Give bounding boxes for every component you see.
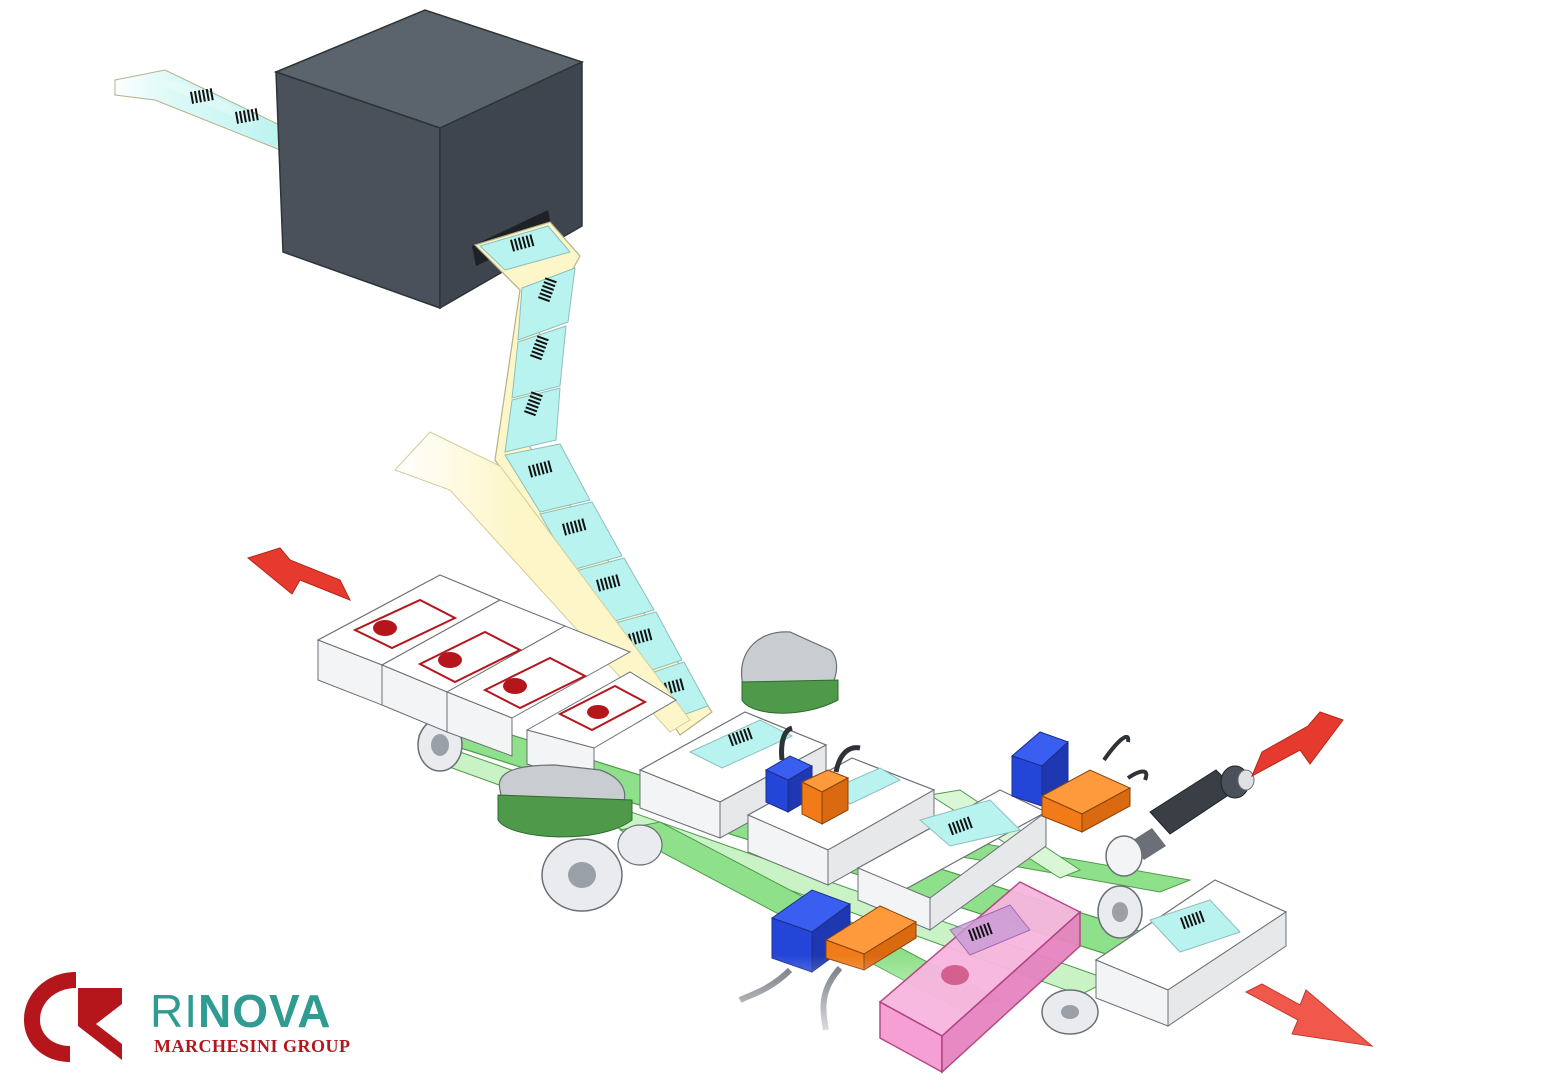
label-applicator xyxy=(878,881,1082,1074)
label-liner-strip xyxy=(473,221,713,736)
carton-guides xyxy=(497,631,839,838)
rinova-logo-mark-icon xyxy=(24,972,122,1062)
pneumatic-cylinder xyxy=(1105,765,1255,877)
logo-wordmark: RINOVA xyxy=(150,988,332,1034)
arrow-press-icon xyxy=(1250,711,1344,778)
arrow-out-icon xyxy=(1244,983,1374,1047)
logo-subtitle: MARCHESINI GROUP xyxy=(154,1036,351,1056)
arrow-in-icon xyxy=(246,547,352,601)
labelled-cartons xyxy=(638,711,1288,1027)
rinova-logo: RINOVA MARCHESINI GROUP xyxy=(18,966,351,1066)
incoming-label-web xyxy=(114,69,291,153)
logo-word-part2: NOVA xyxy=(198,985,332,1037)
pulleys xyxy=(417,718,1143,1035)
logo-word-part1: RI xyxy=(150,985,198,1037)
incoming-cartons xyxy=(316,574,677,787)
printer-box xyxy=(273,9,585,310)
flow-arrows xyxy=(246,547,1374,1047)
